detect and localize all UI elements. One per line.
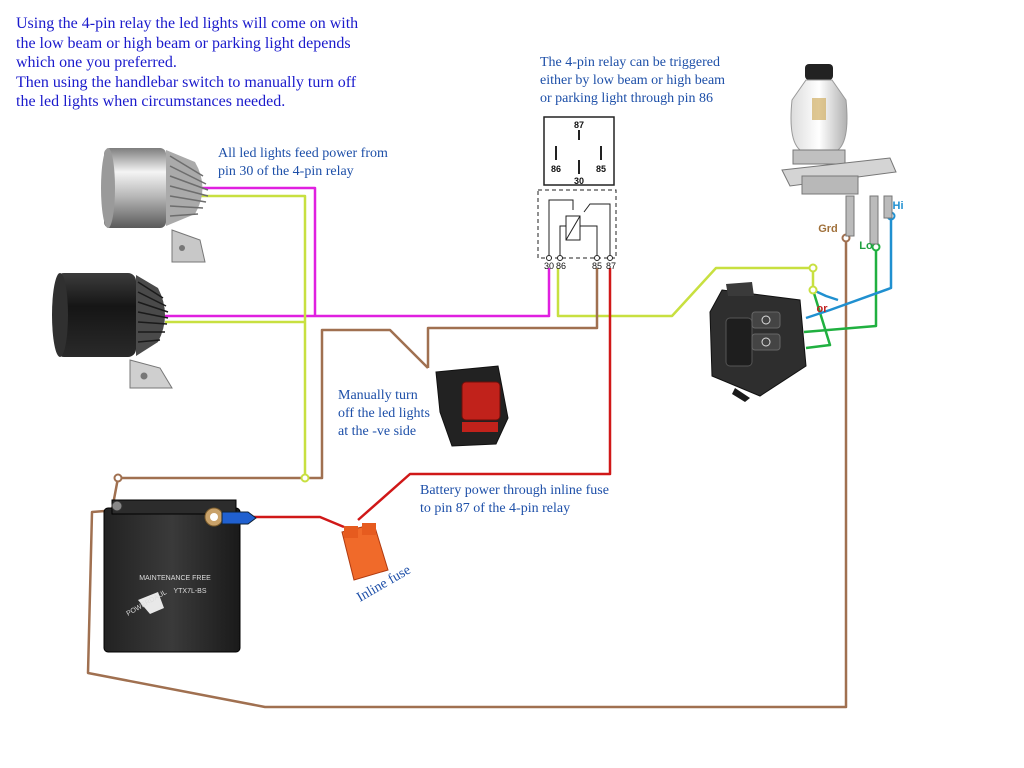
red-wire-battery-fuse xyxy=(252,515,345,529)
relay-pin-30-label: 30 xyxy=(574,176,584,186)
relay-pin-86-label: 86 xyxy=(551,164,561,174)
headlight-bulb: Grd Lo Hi xyxy=(781,64,904,252)
relay-terminal-86: 86 xyxy=(556,261,566,271)
battery-power-note: Battery power through inline fuse to pin… xyxy=(420,483,609,516)
intro-note: Using the 4-pin relay the led lights wil… xyxy=(16,15,359,110)
junction-dot xyxy=(300,473,310,483)
magenta-wire-pin30 xyxy=(165,268,551,318)
relay-trigger-note: The 4-pin relay can be triggered either … xyxy=(540,55,726,106)
relay-pin-85-label: 85 xyxy=(596,164,606,174)
junction-dot xyxy=(808,285,818,295)
junction-dot xyxy=(808,263,818,273)
or-label: or xyxy=(817,303,829,315)
relay-terminal-30: 30 xyxy=(544,261,554,271)
blue-wire-high xyxy=(805,216,893,320)
battery-model-text: YTX7L-BS xyxy=(173,588,206,595)
low-terminal-label: Lo xyxy=(859,240,873,252)
blue-wire-switch xyxy=(812,288,839,302)
relay-pin-87-label: 87 xyxy=(574,120,584,130)
yellow-green-wire-top-light xyxy=(200,194,307,478)
brown-wire-switch-to-battery xyxy=(110,328,429,511)
relay-diagram: 87 86 85 30 30 86 85 87 xyxy=(537,116,617,271)
magenta-wire-top-light xyxy=(200,186,317,316)
battery: MAINTENANCE FREE YTX7L-BS POWERDAUL xyxy=(103,499,257,653)
high-terminal-label: Hi xyxy=(893,200,904,212)
bulb-low-terminal xyxy=(871,242,881,252)
green-wire-switch xyxy=(805,289,832,350)
brown-wire-switch xyxy=(426,268,599,368)
brown-wire-battery-ground xyxy=(86,238,848,709)
relay-terminal-85: 85 xyxy=(592,261,602,271)
red-wire-fuse-pin87 xyxy=(357,268,612,521)
feed-power-note: All led lights feed power from pin 30 of… xyxy=(218,146,388,179)
battery-maintenance-text: MAINTENANCE FREE xyxy=(139,575,211,582)
kill-switch xyxy=(435,365,509,447)
manual-off-note: Manually turn off the led lights at the … xyxy=(338,388,430,439)
junction-dot xyxy=(113,473,123,483)
handlebar-beam-switch: or xyxy=(709,282,829,402)
inline-fuse: Inline fuse xyxy=(341,523,414,605)
ground-terminal-label: Grd xyxy=(818,223,838,235)
relay-terminal-87: 87 xyxy=(606,261,616,271)
led-light-top xyxy=(101,148,209,263)
green-wire-low xyxy=(803,247,878,334)
led-light-bottom xyxy=(52,273,173,389)
